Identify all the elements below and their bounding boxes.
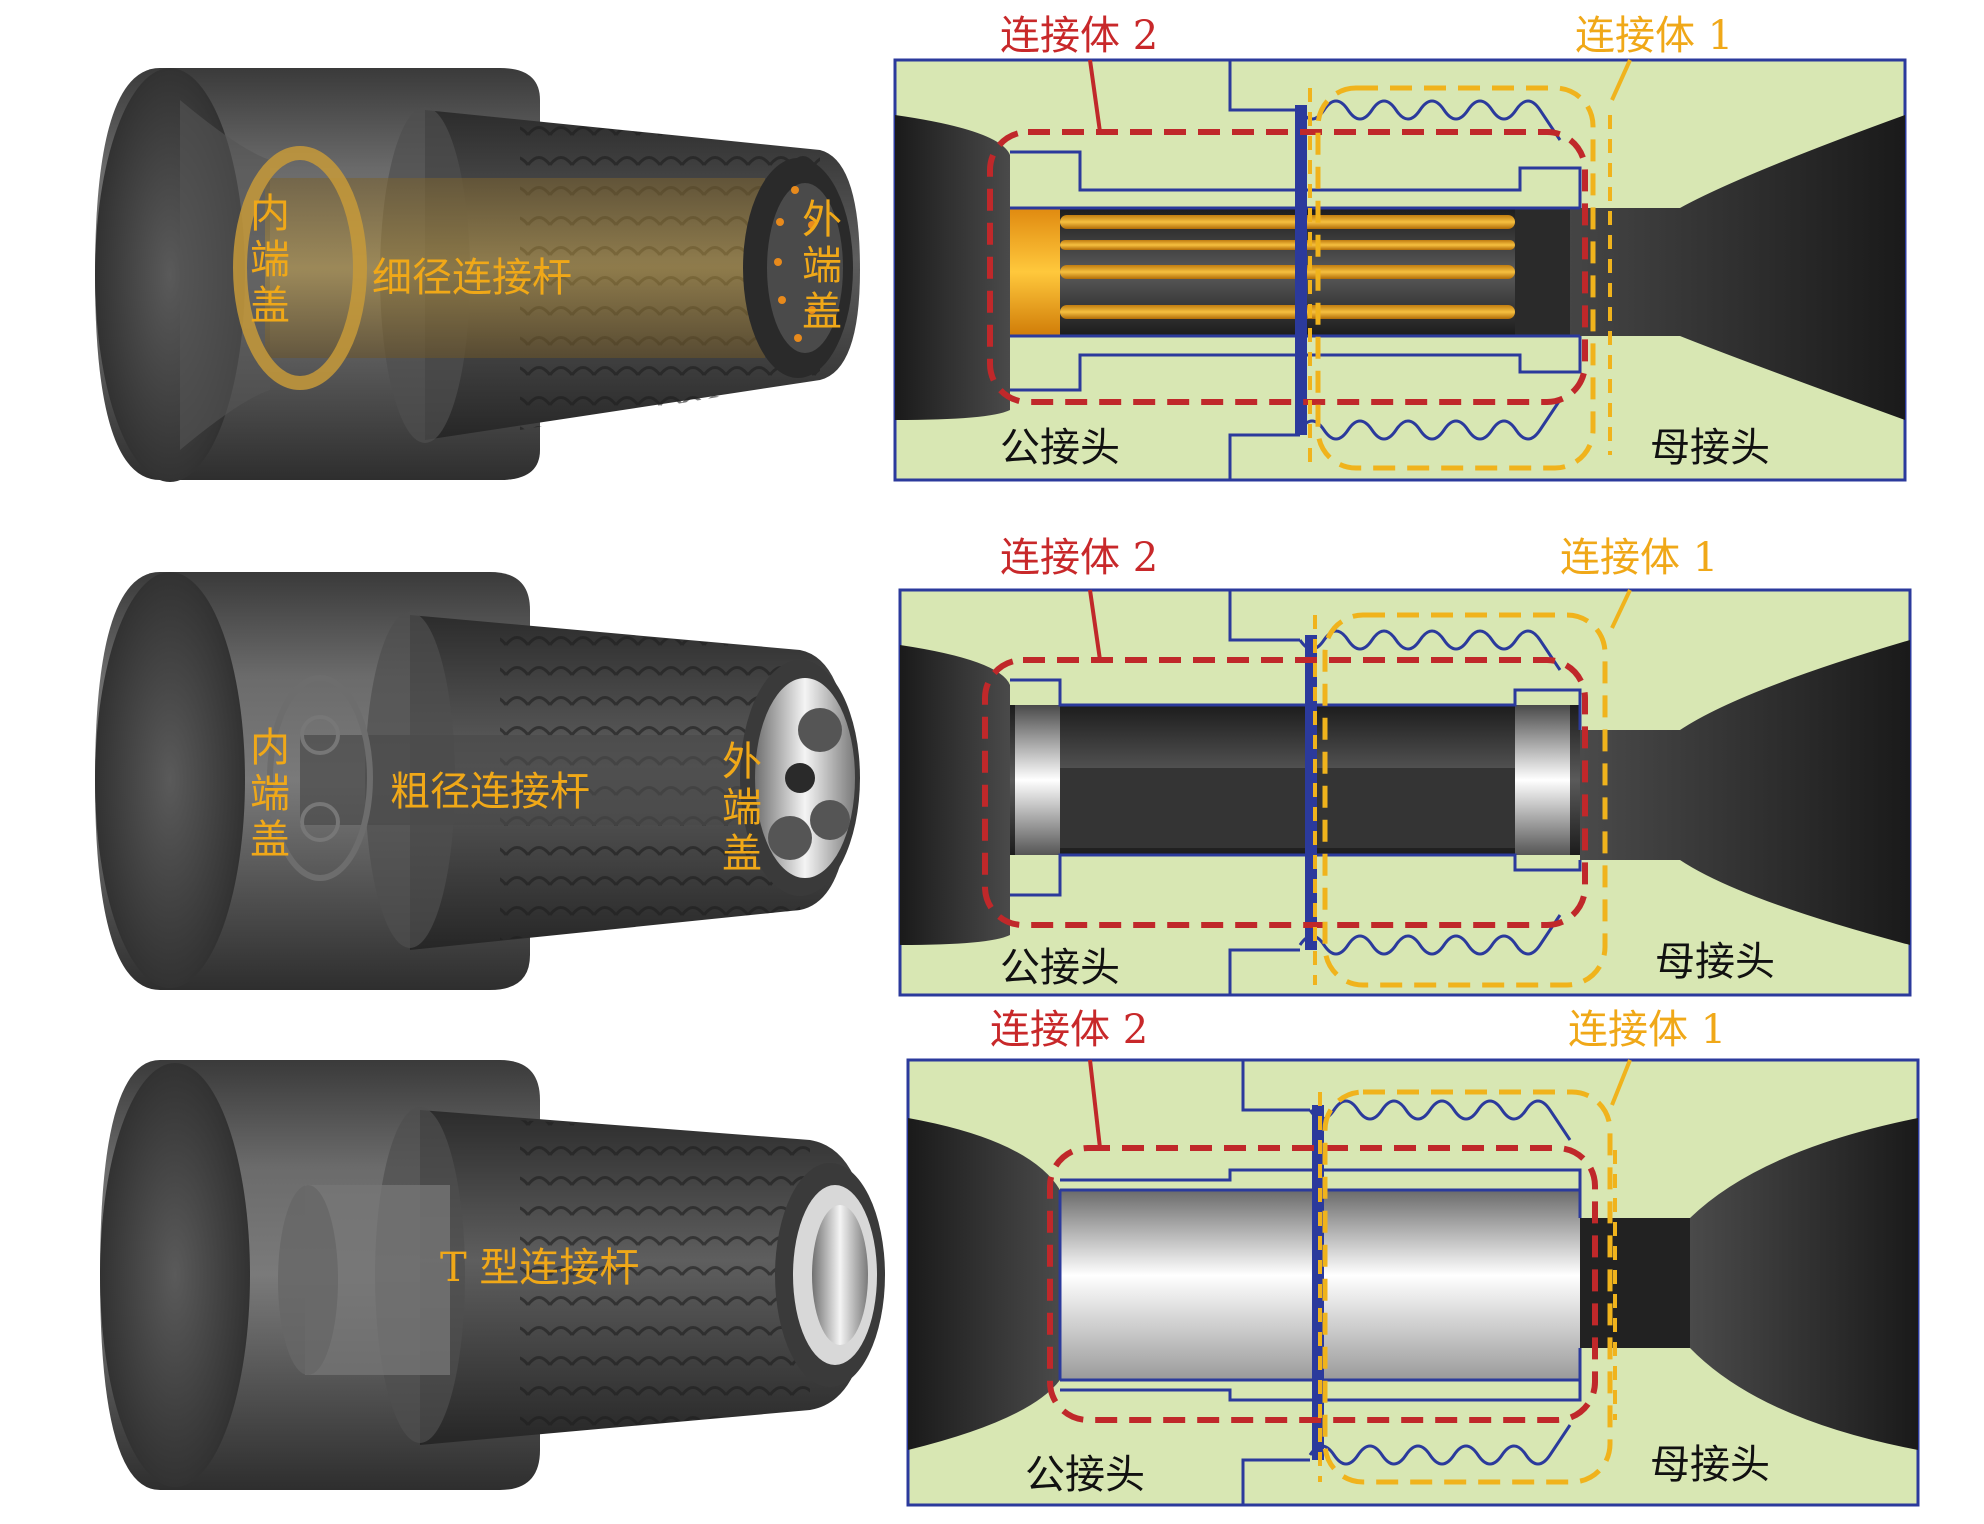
label-male-joint-3: 公接头 (1025, 1452, 1145, 1498)
iso-view-thin-rod (95, 68, 860, 482)
iso-view-t-rod (100, 1060, 885, 1490)
label-connector2-3: 连接体 2 (990, 1007, 1149, 1053)
label-outer-cap-2: 外端盖 (715, 740, 761, 878)
label-female-joint-1: 母接头 (1650, 425, 1770, 471)
label-male-joint-2: 公接头 (1000, 945, 1120, 991)
section-thick-rod (898, 588, 1912, 997)
label-outer-cap-1: 外端盖 (795, 198, 841, 336)
label-connector2-2: 连接体 2 (1000, 535, 1159, 581)
label-connector1-2: 连接体 1 (1560, 535, 1719, 581)
label-connector1-1: 连接体 1 (1575, 13, 1734, 59)
iso-view-thick-rod (95, 572, 860, 990)
label-female-joint-3: 母接头 (1650, 1442, 1770, 1488)
label-inner-cap-1: 内端盖 (243, 192, 289, 330)
label-connector2-1: 连接体 2 (1000, 13, 1159, 59)
label-inner-cap-2: 内端盖 (243, 726, 289, 864)
label-t-rod: T 型连接杆 (440, 1245, 640, 1291)
label-male-joint-1: 公接头 (1000, 425, 1120, 471)
label-thick-rod: 粗径连接杆 (390, 769, 590, 815)
section-thin-rod (893, 58, 1907, 482)
label-thin-rod: 细径连接杆 (372, 255, 572, 301)
label-female-joint-2: 母接头 (1655, 939, 1775, 985)
section-t-rod (906, 1058, 1920, 1507)
label-connector1-3: 连接体 1 (1568, 1007, 1727, 1053)
